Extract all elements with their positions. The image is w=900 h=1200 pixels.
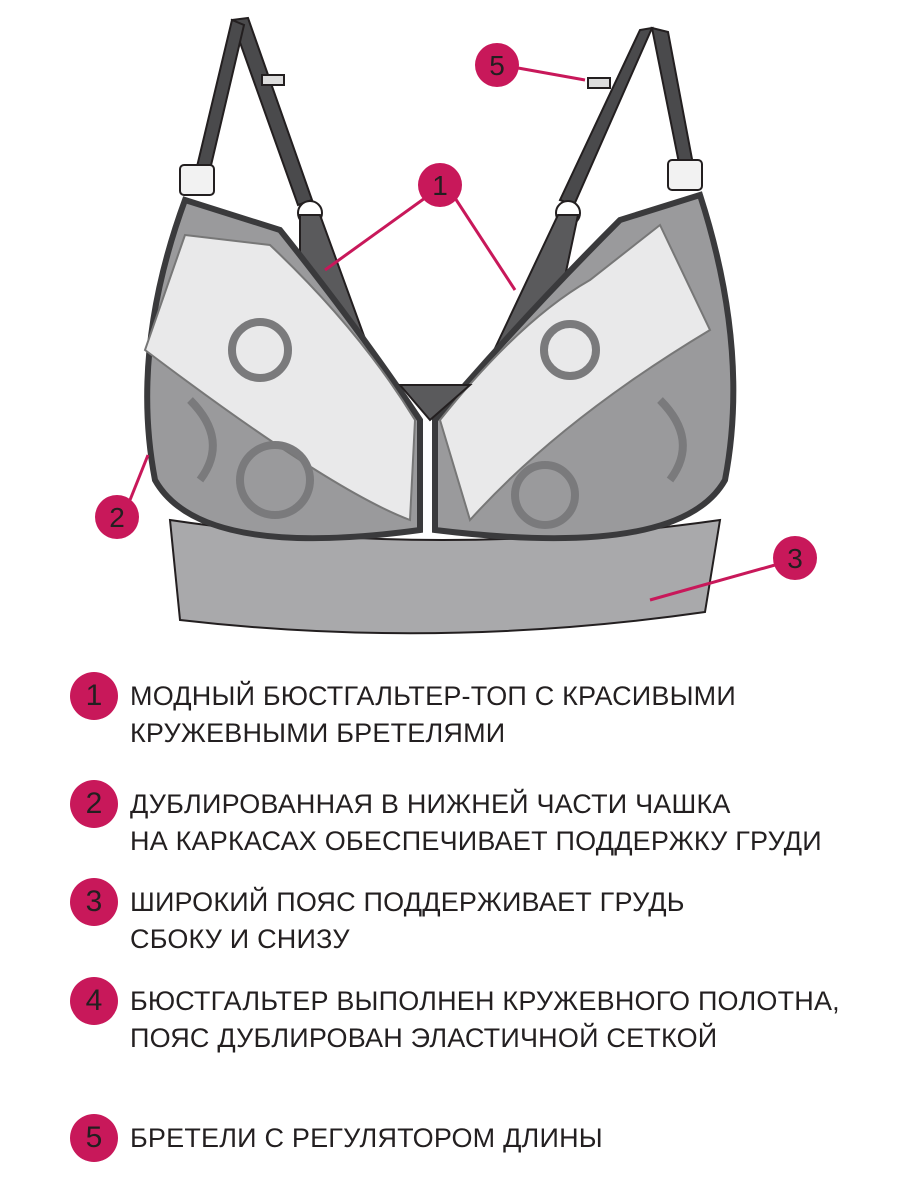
feature-text: ПОЯС ДУБЛИРОВАН ЭЛАСТИЧНОЙ СЕТКОЙ (130, 1023, 718, 1053)
feature-3: 3 ШИРОКИЙ ПОЯС ПОДДЕРЖИВАЕТ ГРУДЬ СБОКУ И… (70, 878, 685, 958)
band (168, 518, 722, 635)
number-badge: 4 (70, 977, 118, 1025)
number-badge: 5 (70, 1114, 118, 1162)
feature-2: 2 ДУБЛИРОВАННАЯ В НИЖНЕЙ ЧАСТИ ЧАШКА НА К… (70, 780, 822, 860)
lace-pattern (187, 318, 687, 529)
feature-text: МОДНЫЙ БЮСТГАЛЬТЕР-ТОП С КРАСИВЫМИ (130, 681, 736, 711)
feature-1: 1 МОДНЫЙ БЮСТГАЛЬТЕР-ТОП С КРАСИВЫМИ КРУЖ… (70, 672, 736, 752)
marker-1: 1 (418, 163, 462, 207)
svg-text:5: 5 (489, 50, 505, 81)
marker-2: 2 (95, 495, 139, 539)
marker-3: 3 (773, 536, 817, 580)
svg-text:2: 2 (109, 502, 125, 533)
center-gore (397, 384, 473, 422)
number-badge: 1 (70, 672, 118, 720)
lace-left (143, 233, 417, 522)
number-badge: 3 (70, 878, 118, 926)
feature-text: ДУБЛИРОВАННАЯ В НИЖНЕЙ ЧАСТИ ЧАШКА (130, 789, 731, 819)
feature-text: НА КАРКАСАХ ОБЕСПЕЧИВАЕТ ПОДДЕРЖКУ ГРУДИ (130, 826, 822, 856)
feature-text: БЮСТГАЛЬТЕР ВЫПОЛНЕН КРУЖЕВНОГО ПОЛОТНА, (130, 986, 840, 1016)
number-badge: 2 (70, 780, 118, 828)
bra-illustration: 1 2 3 5 (95, 16, 817, 635)
feature-text: БРЕТЕЛИ С РЕГУЛЯТОРОМ ДЛИНЫ (130, 1123, 603, 1153)
svg-text:1: 1 (432, 170, 448, 201)
svg-text:3: 3 (787, 543, 803, 574)
feature-text: СБОКУ И СНИЗУ (130, 924, 350, 954)
feature-text: ШИРОКИЙ ПОЯС ПОДДЕРЖИВАЕТ ГРУДЬ (130, 887, 685, 917)
marker-5: 5 (475, 43, 519, 87)
feature-4: 4 БЮСТГАЛЬТЕР ВЫПОЛНЕН КРУЖЕВНОГО ПОЛОТН… (70, 977, 840, 1057)
feature-5: 5 БРЕТЕЛИ С РЕГУЛЯТОРОМ ДЛИНЫ (70, 1114, 603, 1162)
leader-lines (128, 66, 776, 602)
feature-text: КРУЖЕВНЫМИ БРЕТЕЛЯМИ (130, 718, 506, 748)
